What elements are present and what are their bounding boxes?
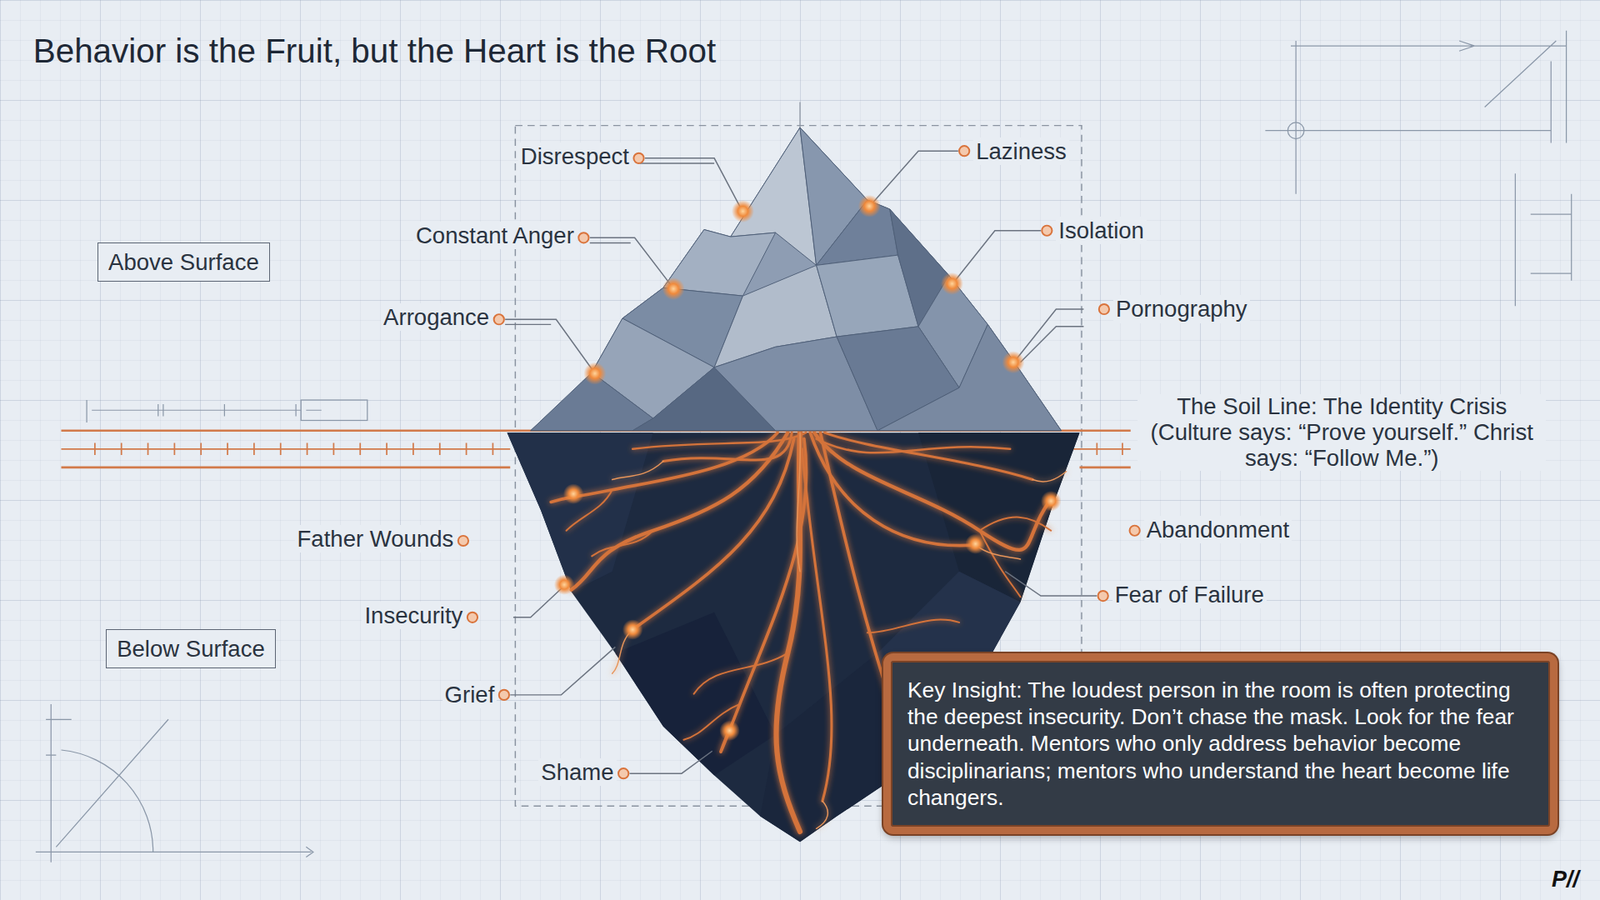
watermark: P// [1549,865,1582,893]
leader-line [872,150,959,203]
leader-line [590,237,672,286]
leader-line [505,319,593,370]
glow-point [622,619,643,640]
label-text: Fear of Failure [1112,580,1267,609]
label-dot [1098,590,1109,601]
decor-graph [35,704,314,863]
label-text: Abandonment [1144,515,1293,544]
glow-point [858,195,881,218]
leader-line [955,230,1041,281]
glow-point [662,277,685,300]
label-dot [959,145,970,156]
leader-line [513,587,563,618]
label-text: Insecurity [361,601,465,630]
root [816,439,1011,454]
glow-point [1001,350,1025,374]
root [632,439,794,630]
glow-point [554,574,575,595]
leader-line [630,750,713,774]
label-text: Arrogance [380,303,492,331]
blueprint-decor [35,30,1572,863]
label-dot [499,690,510,700]
root [663,432,792,461]
glow-point [731,200,755,223]
label-text: Pornography [1113,295,1250,323]
label-text: Father Wounds [295,525,457,553]
iceberg-below-facet [507,432,654,592]
root [720,439,807,753]
label-text: Shame [538,758,616,786]
iceberg-below-facet [615,612,775,776]
ruler-box [300,400,368,420]
iceberg-above [530,127,1062,431]
decor-lines [1265,30,1571,307]
iceberg-facet [816,200,899,265]
section-label: Above Surface [108,248,260,276]
root [824,432,1033,480]
label-dot [1099,304,1110,315]
label-dot [467,612,478,623]
label-dot [1041,225,1052,236]
soil-line-note: The Soil Line: The Identity Crisis (Cult… [1137,394,1546,472]
root [801,449,832,801]
root [571,432,789,590]
leader-line [640,158,741,209]
iceberg-facet [877,324,1061,430]
glow-point [940,272,964,295]
section-tag: Below Surface [105,629,276,669]
leader-line [1005,571,1097,596]
label-dot [578,232,589,243]
section-tag: Above Surface [97,242,270,282]
leader-line [510,646,615,695]
glow-point [583,362,606,385]
glow-point [563,483,584,504]
leader-line [1016,309,1085,363]
section-label: Below Surface [116,635,265,663]
insight-text: Key Insight: The loudest person in the r… [907,676,1534,811]
label-dot [633,153,644,164]
label-dot [618,768,629,779]
center-axis [799,101,800,128]
root [814,432,1050,550]
root [632,432,806,450]
glow-point [965,533,985,554]
glow-point [1040,490,1061,511]
decor-circle [1287,122,1305,140]
label-text: Isolation [1055,216,1147,245]
ruler [86,400,322,423]
label-text: Grief [442,680,498,709]
iceberg-above-body [530,127,1062,431]
label-text: Laziness [973,137,1070,165]
label-dot [494,314,505,325]
label-text: Constant Anger [413,221,577,250]
insight-panel: Key Insight: The loudest person in the r… [883,653,1557,835]
label-dot [1130,525,1140,536]
glow-point [719,720,740,740]
diagram-title: Behavior is the Fruit, but the Heart is … [30,30,719,71]
label-text: Disrespect [518,142,632,170]
root-main [775,432,800,832]
label-dot [458,535,469,546]
